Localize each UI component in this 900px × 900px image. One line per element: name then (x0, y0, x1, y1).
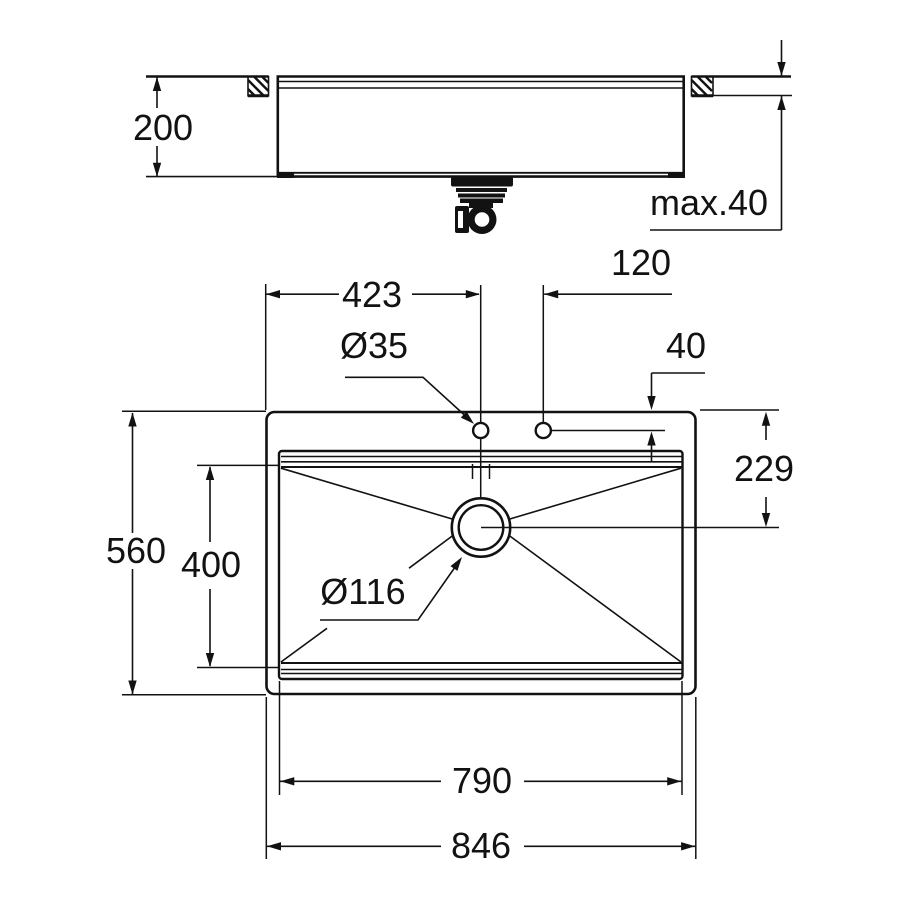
sink-profile (276, 76, 685, 178)
dim-bowl-depth-inner-geometry (197, 464, 279, 669)
dim-label-faucet-offset: 423 (338, 277, 406, 313)
dim-label-bowl-depth-side: 200 (129, 110, 197, 146)
centerline-ticks (471, 464, 491, 479)
dim-hole-spacing-geometry (544, 290, 672, 299)
plan-view (122, 284, 779, 859)
dim-overall-depth-geometry (122, 410, 266, 696)
dim-overall-width-geometry (265, 697, 697, 859)
dim-label-counter-thickness: max.40 (646, 185, 772, 221)
dim-bowl-width-geometry (278, 681, 683, 795)
dim-label-overall-depth: 560 (102, 533, 170, 569)
leader-hole-diameter-geometry (345, 376, 474, 424)
dim-label-bowl-inner-depth: 400 (177, 547, 245, 583)
dim-label-hole-diameter: Ø35 (336, 328, 412, 364)
countertop-hatch-right (690, 75, 714, 98)
faucet-hole-1 (471, 421, 490, 440)
leader-drain-diameter-geometry (320, 557, 462, 621)
faucet-hole-2 (534, 421, 553, 440)
dim-faucet-offset-geometry (264, 284, 480, 410)
sink-foot-right (668, 172, 685, 178)
faucet-hole-2-extension (542, 285, 665, 432)
dim-edge-to-hole-geometry (647, 372, 705, 462)
dim-label-edge-to-drain: 229 (730, 451, 798, 487)
drain-trap-assembly (451, 176, 513, 234)
dim-label-hole-spacing: 120 (607, 245, 675, 281)
dim-edge-to-drain-geometry (700, 409, 779, 527)
sink-foot-left (277, 172, 294, 178)
countertop-hatch-left (247, 75, 270, 98)
dim-label-overall-width: 846 (447, 828, 515, 864)
bowl-ledge-lines-bottom (281, 668, 682, 675)
dim-label-bowl-inner-width: 790 (448, 763, 516, 799)
dim-label-edge-to-hole: 40 (662, 328, 710, 364)
side-view (146, 40, 792, 234)
drain-flange (451, 176, 513, 187)
dim-counter-thickness-geometry (650, 40, 786, 231)
dim-label-drain-diameter: Ø116 (317, 574, 409, 610)
dim-bowl-depth-geometry (146, 76, 277, 178)
sink-rim-lines (277, 80, 684, 89)
bowl-diagonals (280, 467, 682, 663)
